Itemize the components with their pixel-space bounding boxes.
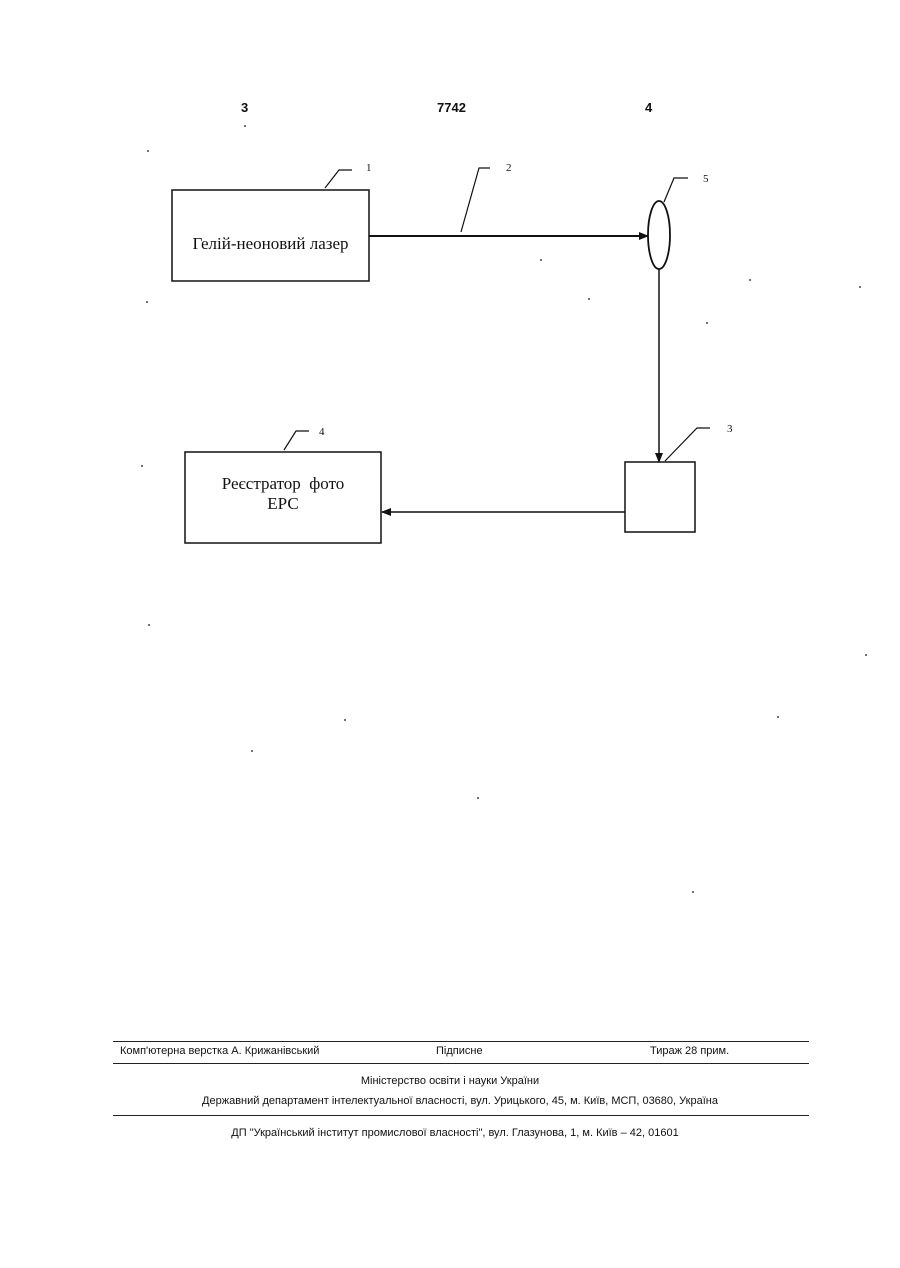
footer-signed: Підписне	[436, 1045, 483, 1057]
scan-speck	[692, 891, 694, 893]
scan-speck	[251, 750, 253, 752]
recorder-label-line2: ЕРС	[185, 494, 381, 514]
footer-layout-credit: Комп'ютерна верстка А. Крижанівський	[120, 1045, 319, 1057]
footer-department: Державний департамент інтелектуальної вл…	[0, 1095, 900, 1107]
scan-speck	[749, 279, 751, 281]
scan-speck	[147, 150, 149, 152]
footer-rule-top	[113, 1041, 809, 1042]
scan-speck	[146, 301, 148, 303]
footer-rule-bottom	[113, 1115, 809, 1116]
recorder-label-line1: Реєстратор фото	[185, 474, 381, 494]
ref-5-leader	[664, 178, 688, 202]
ref-1-leader	[325, 170, 352, 188]
scan-speck	[477, 797, 479, 799]
ref-1-number: 1	[366, 162, 372, 174]
scan-speck	[148, 624, 150, 626]
ref-2-leader	[461, 168, 490, 232]
ref-5-number: 5	[703, 173, 709, 185]
scan-speck	[777, 716, 779, 718]
scan-speck	[706, 322, 708, 324]
scan-speck	[344, 719, 346, 721]
footer-circulation: Тираж 28 прим.	[650, 1045, 729, 1057]
scan-speck	[859, 286, 861, 288]
footer-ministry: Міністерство освіти і науки України	[0, 1075, 900, 1087]
ref-3-leader	[665, 428, 710, 461]
footer-rule-middle	[113, 1063, 809, 1064]
recorder-label: Реєстратор фото ЕРС	[185, 474, 381, 514]
footer-institute: ДП "Український інститут промислової вла…	[0, 1127, 900, 1139]
lens-element	[648, 201, 670, 269]
scan-speck	[865, 654, 867, 656]
scan-speck	[141, 465, 143, 467]
scan-speck	[540, 259, 542, 261]
ref-3-number: 3	[727, 423, 733, 435]
ref-4-number: 4	[319, 426, 325, 438]
scan-speck	[244, 125, 246, 127]
detector-block	[625, 462, 695, 532]
ref-2-number: 2	[506, 162, 512, 174]
laser-label: Гелій-неоновий лазер	[172, 234, 369, 254]
scan-speck	[588, 298, 590, 300]
ref-4-leader	[284, 431, 309, 450]
